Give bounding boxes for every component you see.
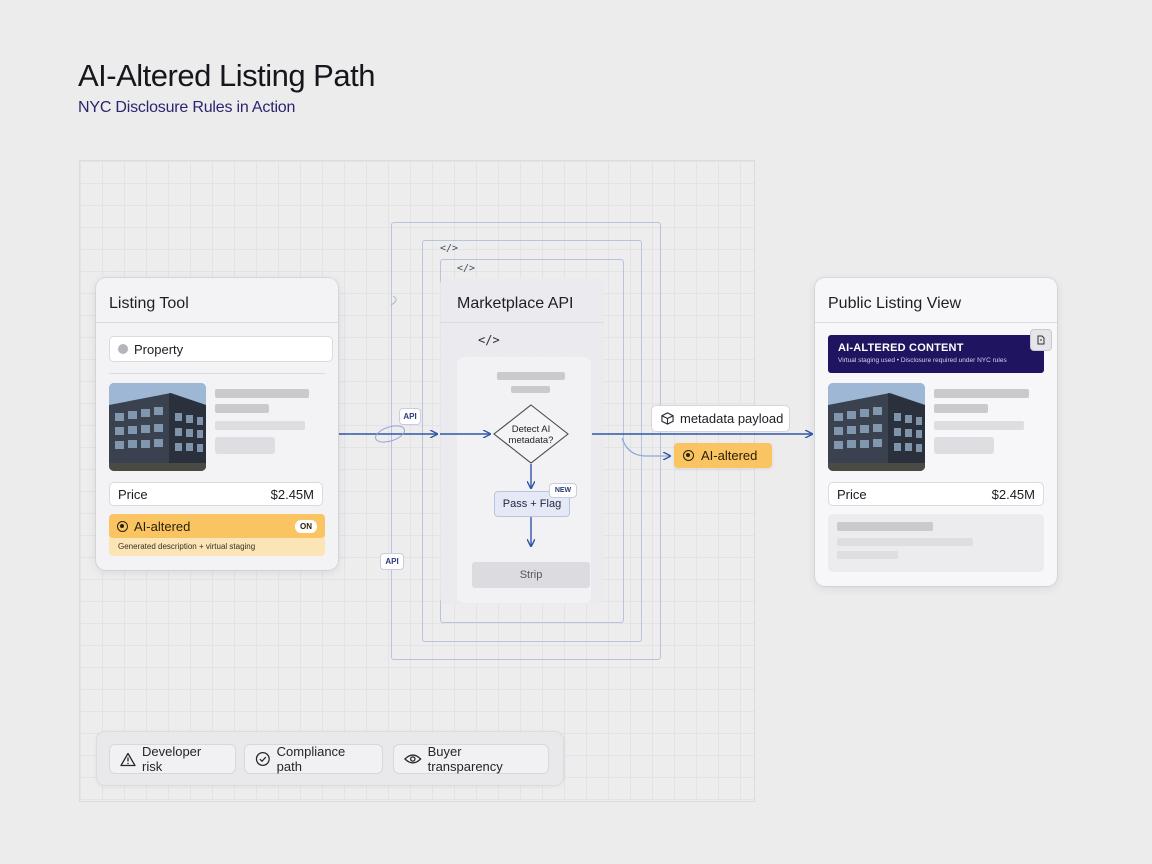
legend-item-developer-risk: Developer risk	[109, 744, 236, 774]
eye-icon	[404, 754, 422, 764]
legend: Developer risk Compliance path Buyer tra…	[96, 731, 564, 786]
legend-label: Buyer transparency	[427, 744, 503, 774]
toggle-on[interactable]: ON	[295, 519, 317, 533]
placeholder-bar	[934, 437, 994, 454]
banner-subtitle: Virtual staging used • Disclosure requir…	[838, 357, 1007, 364]
ai-disclosure-box: AI-altered ON Generated description + vi…	[109, 514, 325, 556]
api-middle-frame	[422, 240, 642, 642]
divider	[440, 322, 604, 323]
placeholder-bar	[215, 389, 309, 398]
placeholder-bar	[837, 538, 973, 546]
api-chip: API	[380, 553, 404, 570]
warning-icon	[120, 752, 136, 766]
legend-item-buyer-transparency: Buyer transparency	[393, 744, 549, 774]
price-label: Price	[118, 486, 148, 502]
placeholder-bar	[215, 421, 305, 430]
details-placeholder	[828, 514, 1044, 572]
listing-tool-title: Listing Tool	[109, 295, 189, 312]
property-photo	[828, 383, 925, 471]
legend-item-compliance-path: Compliance path	[244, 744, 383, 774]
building-image	[828, 383, 925, 471]
placeholder-bar	[934, 421, 1024, 430]
price-label: Price	[837, 486, 867, 502]
listing-tool-card: Listing Tool Property Price $2.45M	[96, 278, 338, 570]
placeholder-bar	[511, 386, 550, 393]
api-chip: API	[399, 408, 421, 425]
page-title: AI-Altered Listing Path	[78, 58, 375, 93]
banner-title: AI-ALTERED CONTENT	[838, 342, 964, 354]
strip-label: Strip	[519, 569, 543, 581]
cube-icon	[661, 412, 674, 425]
document-icon[interactable]	[1030, 329, 1052, 351]
code-icon: </>	[478, 333, 500, 347]
legend-label: Compliance path	[276, 744, 346, 774]
code-icon: </>	[440, 243, 459, 254]
placeholder-bar	[934, 404, 988, 413]
ai-note: Generated description + virtual staging	[118, 542, 256, 551]
placeholder-bar	[837, 522, 933, 531]
ai-disclosure-banner: AI-ALTERED CONTENT Virtual staging used …	[828, 335, 1044, 373]
price-value: $2.45M	[270, 486, 314, 502]
public-listing-card: Public Listing View AI-ALTERED CONTENT V…	[815, 278, 1057, 586]
placeholder-bar	[215, 437, 275, 454]
divider	[815, 322, 1057, 323]
ai-indicator-icon	[117, 520, 128, 532]
api-title: Marketplace API	[457, 295, 574, 312]
new-badge: NEW	[549, 483, 577, 498]
metadata-payload-label: metadata payload	[680, 411, 784, 426]
placeholder-bar	[837, 551, 898, 559]
divider	[96, 322, 338, 323]
price-field: Price $2.45M	[109, 482, 323, 506]
payload-ai-badge: AI-altered	[674, 443, 772, 468]
ai-altered-label: AI-altered	[134, 518, 191, 534]
decision-node-label: Detect AI metadata?	[508, 424, 554, 446]
strip-node: Strip	[472, 562, 590, 588]
price-value: $2.45M	[991, 486, 1035, 502]
placeholder-bar	[215, 404, 269, 413]
property-photo	[109, 383, 206, 471]
pass-flag-label: Pass + Flag	[502, 498, 562, 510]
page-subtitle: NYC Disclosure Rules in Action	[78, 99, 296, 116]
ai-altered-toggle-row[interactable]: AI-altered ON	[109, 514, 325, 538]
check-circle-icon	[255, 752, 270, 766]
divider	[109, 373, 325, 374]
ai-indicator-icon	[683, 450, 694, 461]
placeholder-bar	[497, 372, 565, 380]
payload-ai-label: AI-altered	[701, 448, 758, 463]
legend-label: Developer risk	[141, 744, 202, 774]
building-image	[109, 383, 206, 471]
public-listing-title: Public Listing View	[828, 295, 962, 312]
property-field[interactable]: Property	[109, 336, 333, 362]
status-dot-icon	[118, 344, 128, 354]
metadata-payload-chip: metadata payload	[651, 405, 790, 432]
placeholder-bar	[934, 389, 1029, 398]
code-icon: </>	[457, 263, 476, 274]
property-label: Property	[134, 341, 184, 357]
price-field: Price $2.45M	[828, 482, 1044, 506]
